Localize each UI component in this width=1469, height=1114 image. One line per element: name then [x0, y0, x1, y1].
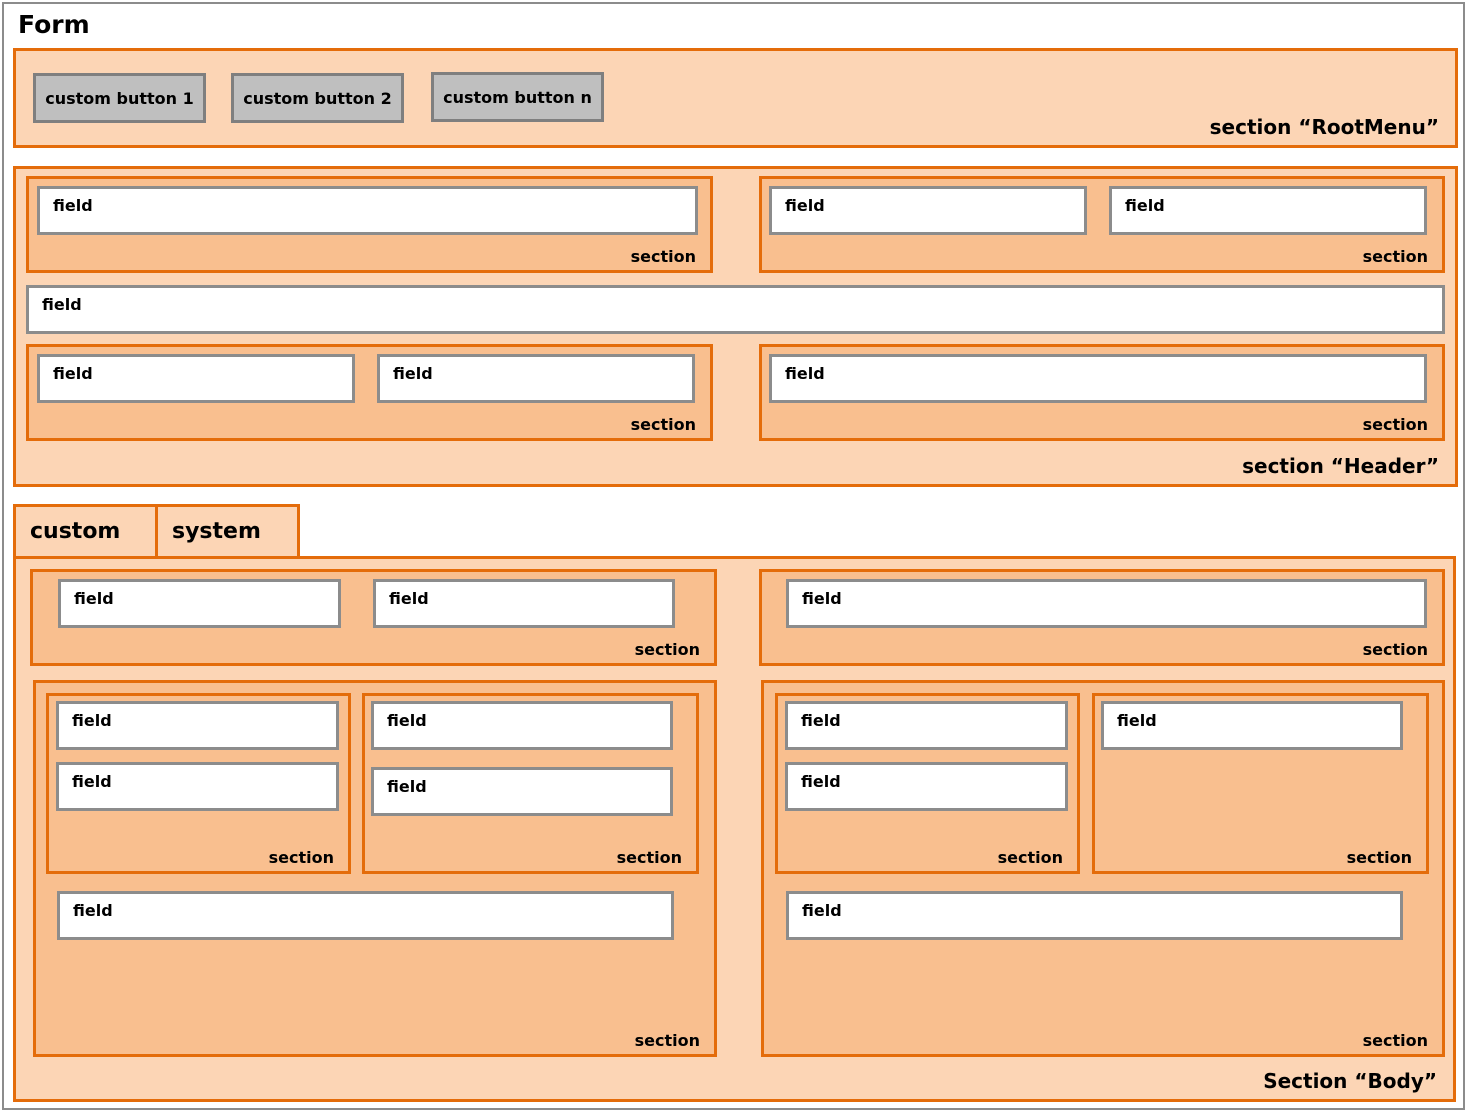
field[interactable]: field [1109, 186, 1427, 235]
section-label: section [630, 247, 696, 266]
field[interactable]: field [377, 354, 695, 403]
field[interactable]: field [57, 891, 674, 940]
field[interactable]: field [785, 762, 1068, 811]
field-label: field [387, 711, 427, 730]
section: field field section [775, 693, 1080, 874]
section-rootmenu-label: section “RootMenu” [1209, 115, 1439, 139]
section-label: section [634, 640, 700, 659]
section: field field section [30, 569, 717, 666]
field-label: field [1117, 711, 1157, 730]
field-label: field [802, 901, 842, 920]
custom-button-2[interactable]: custom button 2 [231, 73, 404, 123]
section-header: field section field field section field … [13, 166, 1458, 487]
field[interactable]: field [769, 354, 1427, 403]
field[interactable]: field [373, 579, 675, 628]
field-label: field [387, 777, 427, 796]
field-label: field [74, 589, 114, 608]
field[interactable]: field [37, 186, 698, 235]
field-label: field [72, 772, 112, 791]
field-label: field [72, 711, 112, 730]
section: field field section field section field … [761, 680, 1445, 1057]
field[interactable]: field [56, 701, 339, 750]
section: field field section [759, 176, 1445, 273]
section-body-label: Section “Body” [1263, 1069, 1437, 1093]
section: field field section [26, 344, 713, 441]
section-label: section [1346, 848, 1412, 867]
field-label: field [801, 772, 841, 791]
field[interactable]: field [26, 285, 1445, 334]
field-label: field [393, 364, 433, 383]
section: field field section [362, 693, 699, 874]
section-label: section [634, 1031, 700, 1050]
section-rootmenu: custom button 1 custom button 2 custom b… [13, 48, 1458, 148]
section: field section [759, 344, 1445, 441]
section: field section [1092, 693, 1429, 874]
field[interactable]: field [1101, 701, 1403, 750]
field[interactable]: field [58, 579, 341, 628]
field[interactable]: field [785, 701, 1068, 750]
field[interactable]: field [769, 186, 1087, 235]
field[interactable]: field [786, 579, 1427, 628]
tab-custom[interactable]: custom [13, 504, 158, 558]
section: field section [759, 569, 1445, 666]
section-label: section [268, 848, 334, 867]
section-label: section [1362, 247, 1428, 266]
custom-button-n[interactable]: custom button n [431, 72, 604, 122]
field-label: field [785, 196, 825, 215]
section-label: section [1362, 1031, 1428, 1050]
field-label: field [42, 295, 82, 314]
field[interactable]: field [56, 762, 339, 811]
section-label: section [630, 415, 696, 434]
tab-system[interactable]: system [155, 504, 300, 558]
field[interactable]: field [37, 354, 355, 403]
field[interactable]: field [786, 891, 1403, 940]
section: field field section field field section … [33, 680, 717, 1057]
section-header-label: section “Header” [1242, 454, 1439, 478]
field-label: field [785, 364, 825, 383]
section-label: section [997, 848, 1063, 867]
field[interactable]: field [371, 767, 673, 816]
field[interactable]: field [371, 701, 673, 750]
section-label: section [616, 848, 682, 867]
form-title: Form [18, 10, 90, 39]
field-label: field [801, 711, 841, 730]
section: field section [26, 176, 713, 273]
section-body: field field section field section field … [13, 556, 1456, 1102]
field-label: field [389, 589, 429, 608]
field-label: field [802, 589, 842, 608]
field-label: field [1125, 196, 1165, 215]
field-label: field [73, 901, 113, 920]
section-label: section [1362, 415, 1428, 434]
custom-button-1[interactable]: custom button 1 [33, 73, 206, 123]
section-label: section [1362, 640, 1428, 659]
section: field field section [46, 693, 351, 874]
field-label: field [53, 196, 93, 215]
field-label: field [53, 364, 93, 383]
